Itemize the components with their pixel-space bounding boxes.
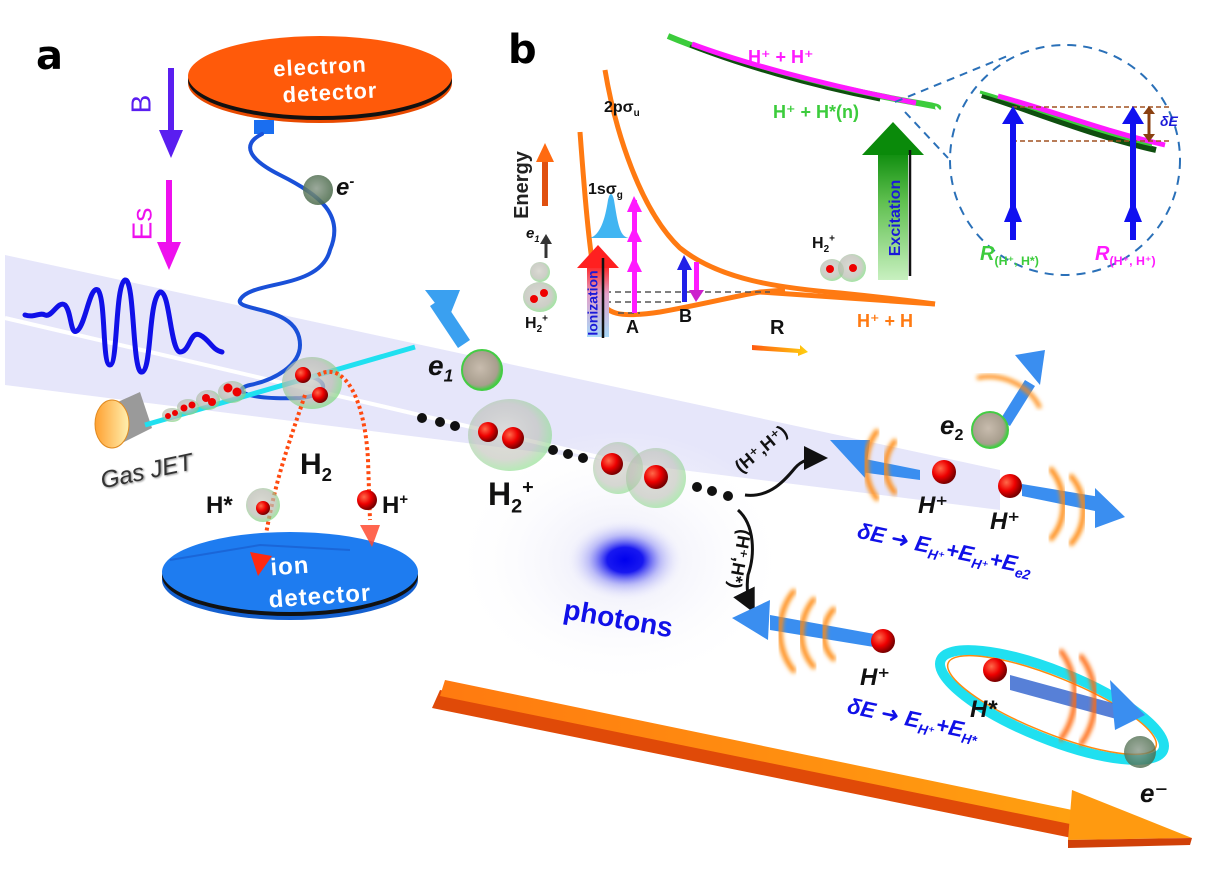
hplus-ball: [932, 460, 956, 484]
hplus-arrowhead: [360, 525, 380, 547]
detector-connector: [254, 120, 274, 134]
curve-1s-sigma-g: [577, 131, 786, 318]
time-arrow: [432, 680, 1192, 848]
inset-arrow-hstar: [1002, 106, 1024, 240]
hplus-label-1: H⁺: [918, 492, 948, 519]
h2plus-icon-right: [820, 254, 866, 282]
e1-small-label: e1: [526, 225, 540, 244]
ion-detector: [162, 532, 418, 620]
e1-arrow: [425, 290, 470, 348]
curve-hplus-h-label: H⁺ + H: [857, 311, 914, 331]
curve-hplus-hplus-label: H⁺ + H⁺: [748, 47, 814, 67]
inset-zoom-lines: [894, 54, 1011, 159]
wavepacket-1s: [590, 194, 630, 238]
e2-ball: [971, 411, 1009, 449]
inset-circle: [949, 44, 1181, 276]
hplus-ball: [998, 474, 1022, 498]
hstar-arrowhead: [250, 552, 272, 576]
curve-2p-sigma-u: [602, 69, 936, 307]
electron-trajectory: [237, 132, 337, 401]
transition-arrows-B: [677, 255, 704, 302]
es-field-arrow: [157, 180, 181, 270]
hplus-label-2: H⁺: [990, 508, 1020, 535]
hplus-lower-left-arrow: [732, 588, 880, 674]
electron-lower-label: e⁻: [1140, 778, 1169, 808]
es-field-label: Es: [126, 207, 158, 241]
h2-label: H2: [300, 448, 333, 485]
proton: [312, 387, 328, 403]
ellipsis-dots: [417, 413, 733, 501]
laser-pulse: [22, 277, 225, 375]
hplus-label-3: H⁺: [860, 664, 890, 691]
energy-axis-label: Energy: [510, 151, 533, 219]
e2-label: e2: [940, 410, 964, 445]
hstar-ball: [983, 658, 1007, 682]
photon-glow: [565, 518, 685, 602]
multiphoton-arrow-A: [627, 196, 642, 313]
excitation-label: Excitation: [887, 179, 905, 257]
h2plus-molecule: [468, 399, 552, 471]
inset-curve-hplus-hplus: [997, 93, 1166, 148]
inset-arrow-hplus: [1122, 106, 1144, 240]
point-a-label: A: [626, 317, 639, 337]
curve-2p-tail: [759, 289, 936, 307]
curve-hplus-hstar-label: H⁺ + H*(n): [773, 102, 860, 122]
r-hstar-label: R(H⁺, H*): [980, 243, 1039, 268]
hplus-label: H+: [382, 492, 409, 519]
h2plus-label: H2+: [488, 476, 534, 518]
hplus-ball: [871, 629, 895, 653]
delta-e-marker: [1143, 106, 1155, 142]
hstar-lower-label: H*: [970, 696, 997, 723]
hstar-orbit: [935, 645, 1169, 765]
curve-2p-label: 2pσu: [604, 99, 640, 120]
point-b-label: B: [679, 306, 692, 326]
electron-detector: [188, 36, 452, 123]
h2plus-icon: [523, 282, 557, 312]
energy-arrow: [536, 143, 554, 206]
gas-jet-nozzle: [94, 392, 152, 449]
r-axis-arrow: [752, 345, 808, 356]
curve-hplus-hstar-shadow: [689, 44, 881, 102]
vibrational-levels: [605, 291, 770, 314]
e1-label: e1: [428, 350, 454, 386]
channel-excited-arrow: [733, 508, 755, 614]
r-hplus-label: R(H⁺, H⁺): [1095, 243, 1156, 268]
panel-label-a: a: [36, 33, 63, 79]
hstar-label: H*: [206, 492, 233, 519]
r-axis-label: R: [770, 317, 785, 339]
hstar-core: [256, 501, 270, 515]
hplus-left-arrow: [830, 428, 920, 502]
laser-beam: [5, 255, 1000, 510]
hplus-right-arrow: [1022, 466, 1125, 547]
ionization-arrow: [577, 245, 619, 338]
ionization-label: Ionization: [584, 270, 601, 336]
panel-label-b: b: [508, 27, 537, 73]
electron-ball: [303, 175, 333, 205]
curve-hplus-hplus: [691, 41, 917, 106]
e1-small-ball: [530, 262, 550, 282]
e1-ball: [461, 349, 503, 391]
delta-e-label: δE: [1160, 113, 1178, 129]
b-field-arrow: [159, 68, 183, 158]
h2plus-stretched-molecule: [593, 442, 686, 508]
curve-1s-label: 1sσg: [588, 181, 623, 202]
delta-e-levels: [1012, 106, 1172, 142]
hplus-ball: [357, 490, 377, 510]
orbiting-electron: [1124, 736, 1156, 768]
channel-double-arrow: [744, 446, 828, 497]
h2plus-right-label: H2+: [812, 233, 835, 256]
hstar-arrow: [1010, 648, 1145, 747]
excitation-arrow: [862, 122, 924, 280]
b-field-label: B: [125, 94, 157, 114]
electron-label: e-: [336, 174, 355, 201]
h2plus-small-label: H2+: [525, 313, 548, 336]
e2-arrow: [976, 350, 1045, 426]
proton: [295, 367, 311, 383]
jet-molecules: [162, 381, 246, 422]
h2-cloud: [282, 357, 342, 409]
e1-small-arrow: [540, 234, 552, 258]
